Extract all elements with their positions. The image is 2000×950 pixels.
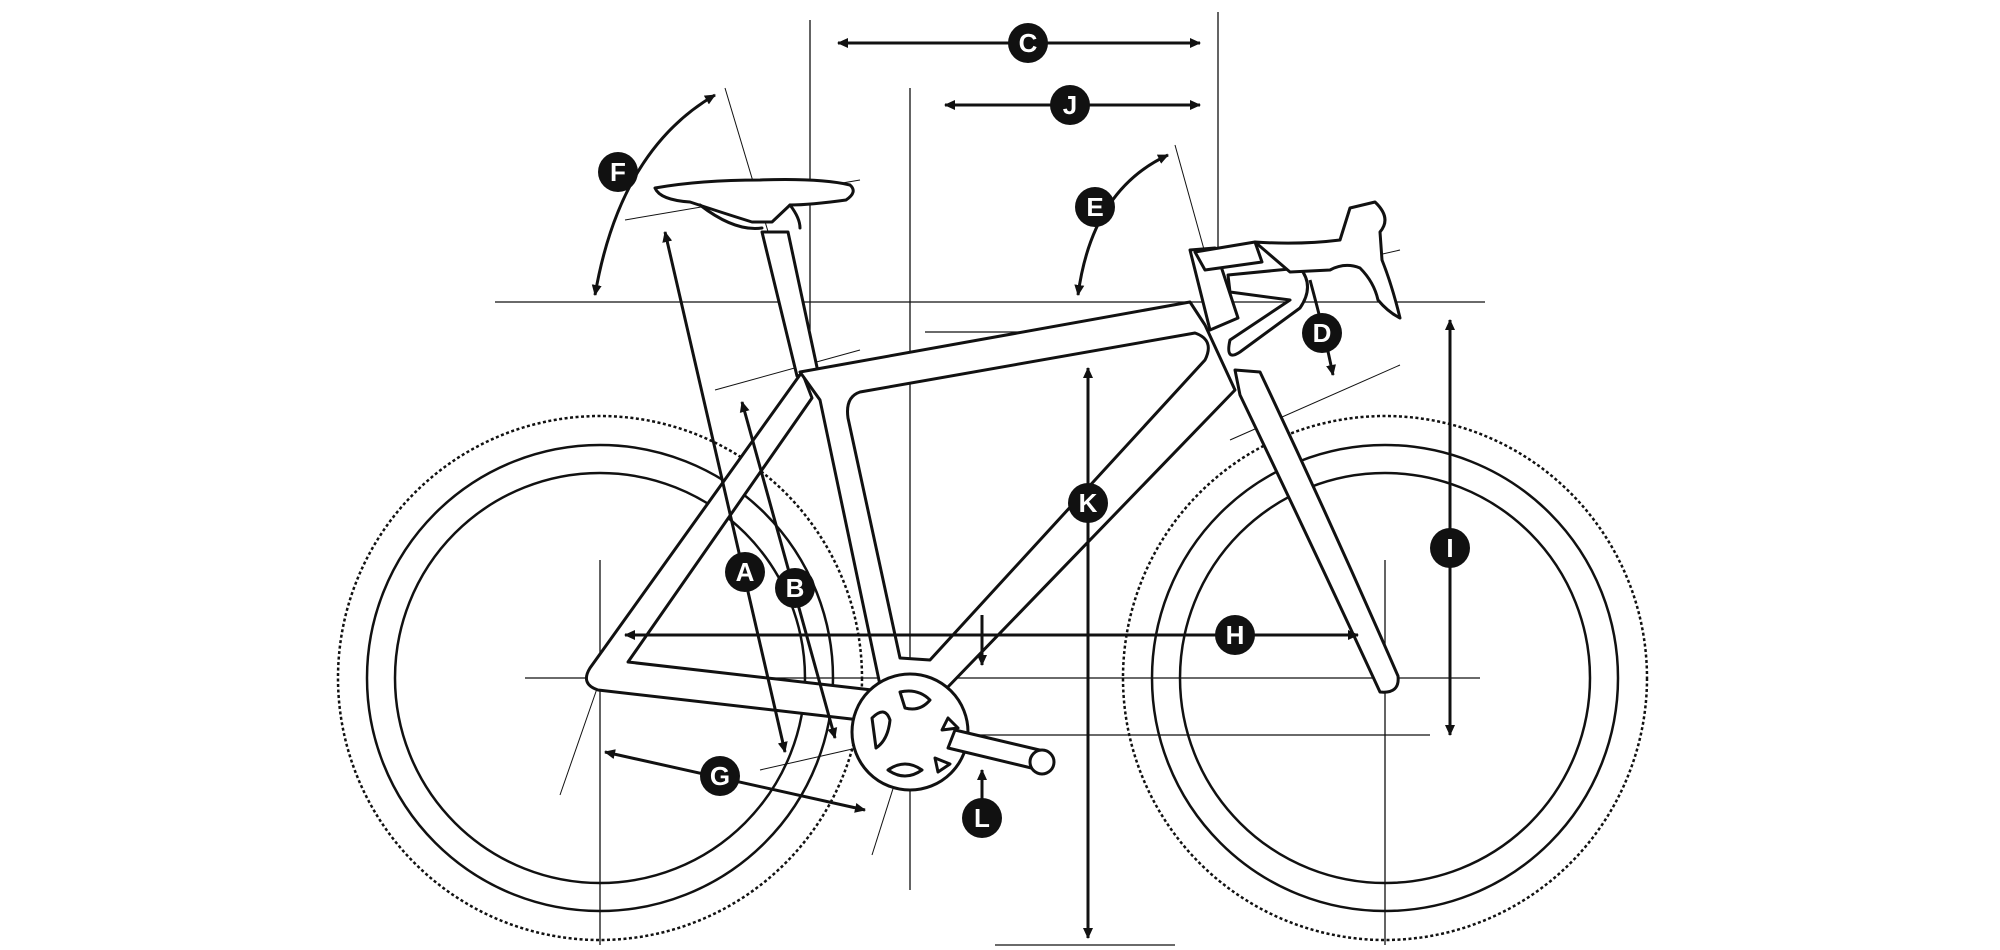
handlebar-drop	[1226, 266, 1309, 357]
label-k-text: K	[1079, 488, 1098, 518]
chainring-cutout-3	[886, 762, 924, 778]
front-rim	[1178, 471, 1592, 885]
brake-hood	[1253, 200, 1402, 320]
label-l-text: L	[974, 803, 990, 833]
label-b: B	[775, 568, 815, 608]
dimension-labels: C J F E D K I A B H G L	[598, 23, 1470, 838]
label-f-text: F	[610, 157, 626, 187]
label-d: D	[1302, 313, 1342, 353]
chainring-cutout-5	[933, 756, 952, 774]
fork	[1233, 368, 1400, 694]
label-g: G	[700, 756, 740, 796]
front-tire	[1150, 443, 1620, 913]
label-c-text: C	[1019, 28, 1038, 58]
label-a: A	[725, 552, 765, 592]
label-f: F	[598, 152, 638, 192]
label-j: J	[1050, 85, 1090, 125]
label-b-text: B	[786, 573, 805, 603]
label-d-text: D	[1313, 318, 1332, 348]
label-c: C	[1008, 23, 1048, 63]
label-l: L	[962, 798, 1002, 838]
chainring-cutout-2	[870, 710, 892, 750]
main-triangle	[798, 300, 1237, 707]
chainring-cutout-1	[898, 689, 932, 711]
saddle	[653, 178, 855, 224]
label-i: I	[1430, 528, 1470, 568]
bike-frame	[584, 178, 1402, 792]
pedal	[1028, 748, 1056, 776]
rear-tire-tread	[336, 414, 864, 942]
chainring-cutout-4	[940, 716, 960, 732]
label-a-text: A	[736, 557, 755, 587]
label-i-text: I	[1446, 533, 1453, 563]
front-tire-tread	[1121, 414, 1649, 942]
stem	[1193, 240, 1264, 272]
label-j-text: J	[1063, 90, 1077, 120]
label-e-text: E	[1086, 192, 1103, 222]
dimension-arrows	[591, 38, 1455, 939]
label-h-text: H	[1226, 620, 1245, 650]
guide-chainstay-angle	[559, 679, 601, 796]
label-k: K	[1068, 483, 1108, 523]
label-e: E	[1075, 187, 1115, 227]
label-h: H	[1215, 615, 1255, 655]
label-g-text: G	[710, 761, 730, 791]
front-wheel	[1121, 414, 1649, 942]
